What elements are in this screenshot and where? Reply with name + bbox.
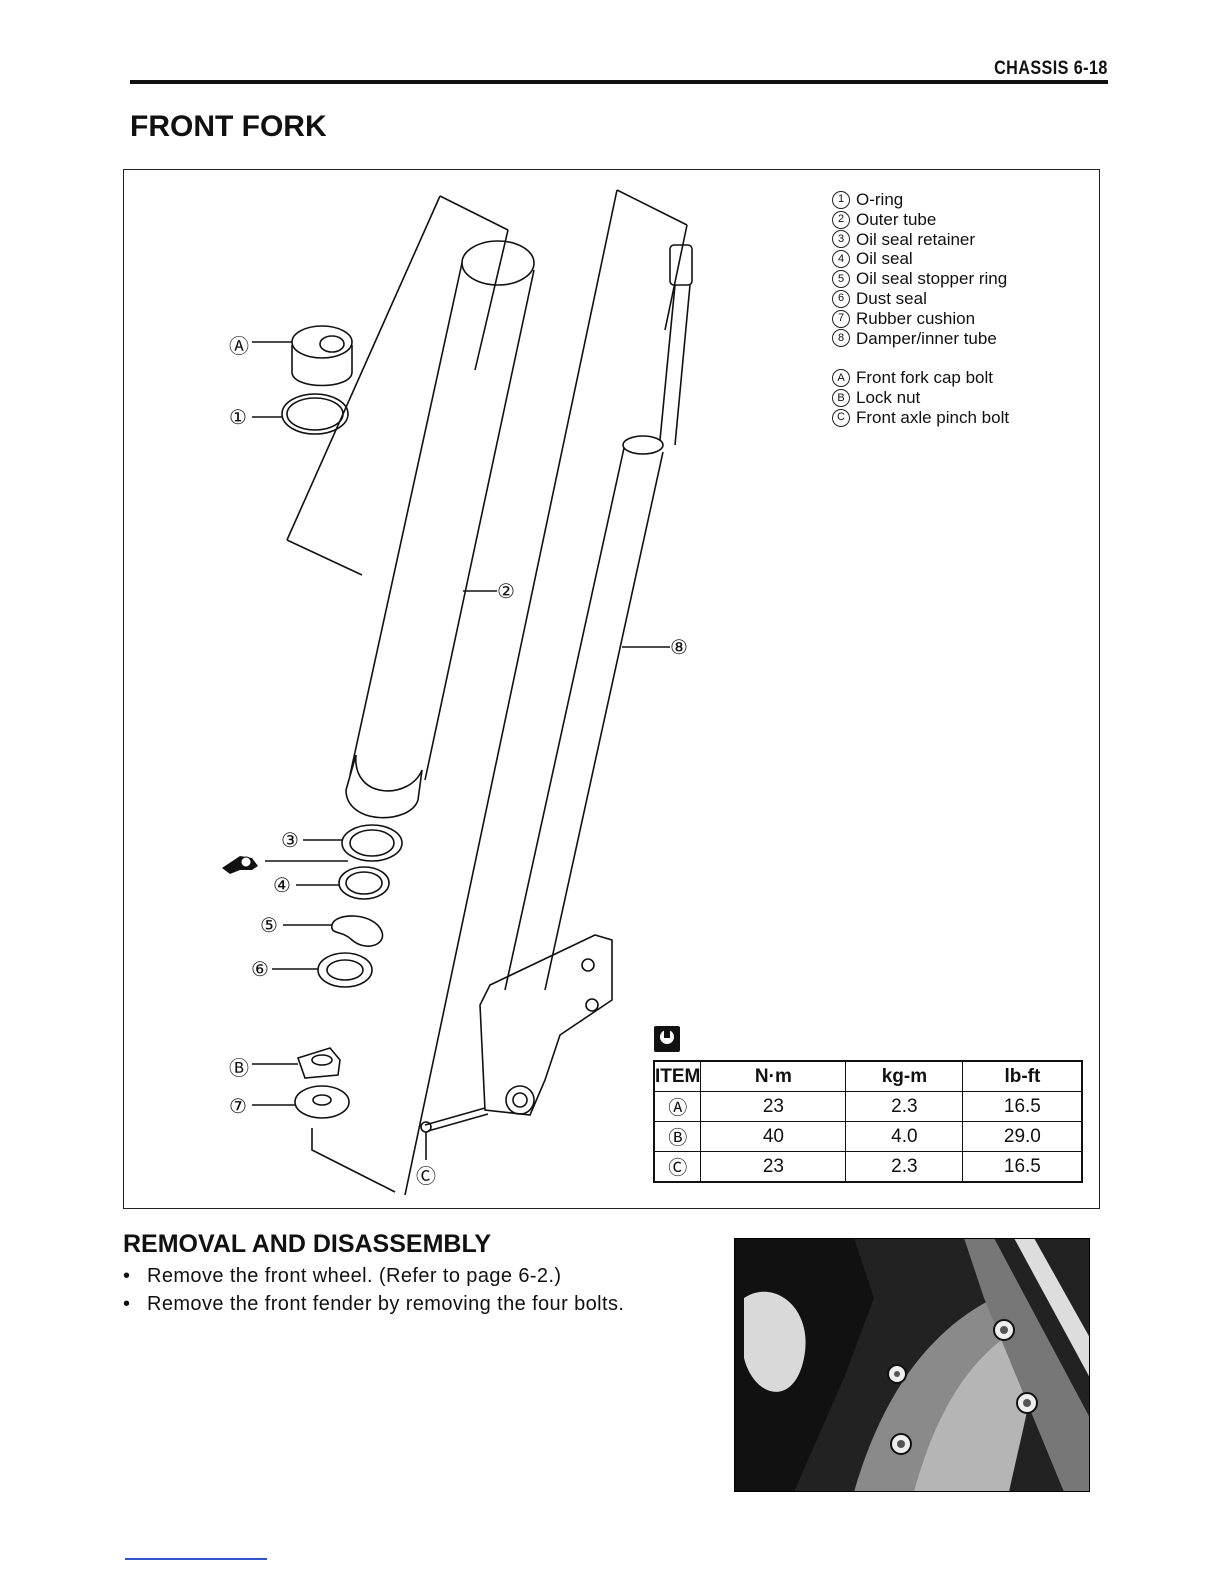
page-title: FRONT FORK	[130, 110, 327, 143]
table-row: Ⓑ 40 4.0 29.0	[653, 1121, 1083, 1152]
wrench-icon	[654, 1026, 680, 1052]
col-kgm: kg-m	[845, 1060, 964, 1092]
footer-rule	[125, 1558, 267, 1560]
callout-1: ①	[229, 407, 247, 429]
section-title: REMOVAL AND DISASSEMBLY	[123, 1230, 492, 1258]
table-row: Ⓐ 23 2.3 16.5	[653, 1091, 1083, 1122]
col-lbft: lb-ft	[962, 1060, 1083, 1092]
col-item: ITEM	[653, 1060, 702, 1092]
callout-A: Ⓐ	[229, 336, 249, 358]
callout-C: Ⓒ	[416, 1166, 436, 1188]
list-item: Remove the front wheel. (Refer to page 6…	[123, 1262, 624, 1290]
table-row: Ⓒ 23 2.3 16.5	[653, 1151, 1083, 1183]
callout-7: ⑦	[229, 1096, 247, 1118]
callout-6: ⑥	[251, 959, 269, 981]
col-nm: N·m	[700, 1060, 847, 1092]
list-item: Remove the front fender by removing the …	[123, 1290, 624, 1318]
torque-table: ITEM N·m kg-m lb-ft Ⓐ 23 2.3 16.5 Ⓑ 40 4…	[653, 1060, 1084, 1183]
page-header: CHASSIS 6-18	[994, 58, 1108, 79]
header-rule	[130, 80, 1108, 84]
table-header-row: ITEM N·m kg-m lb-ft	[653, 1060, 1083, 1092]
callout-4: ④	[273, 875, 291, 897]
callout-8: ⑧	[670, 637, 688, 659]
callout-5: ⑤	[260, 915, 278, 937]
fender-bolts-photo	[734, 1238, 1090, 1492]
callout-B: Ⓑ	[229, 1058, 249, 1080]
callout-3: ③	[281, 830, 299, 852]
steps-list: Remove the front wheel. (Refer to page 6…	[123, 1262, 624, 1318]
callout-2: ②	[497, 581, 515, 603]
diagram-frame	[123, 169, 1100, 1209]
grease-icon	[222, 856, 258, 874]
